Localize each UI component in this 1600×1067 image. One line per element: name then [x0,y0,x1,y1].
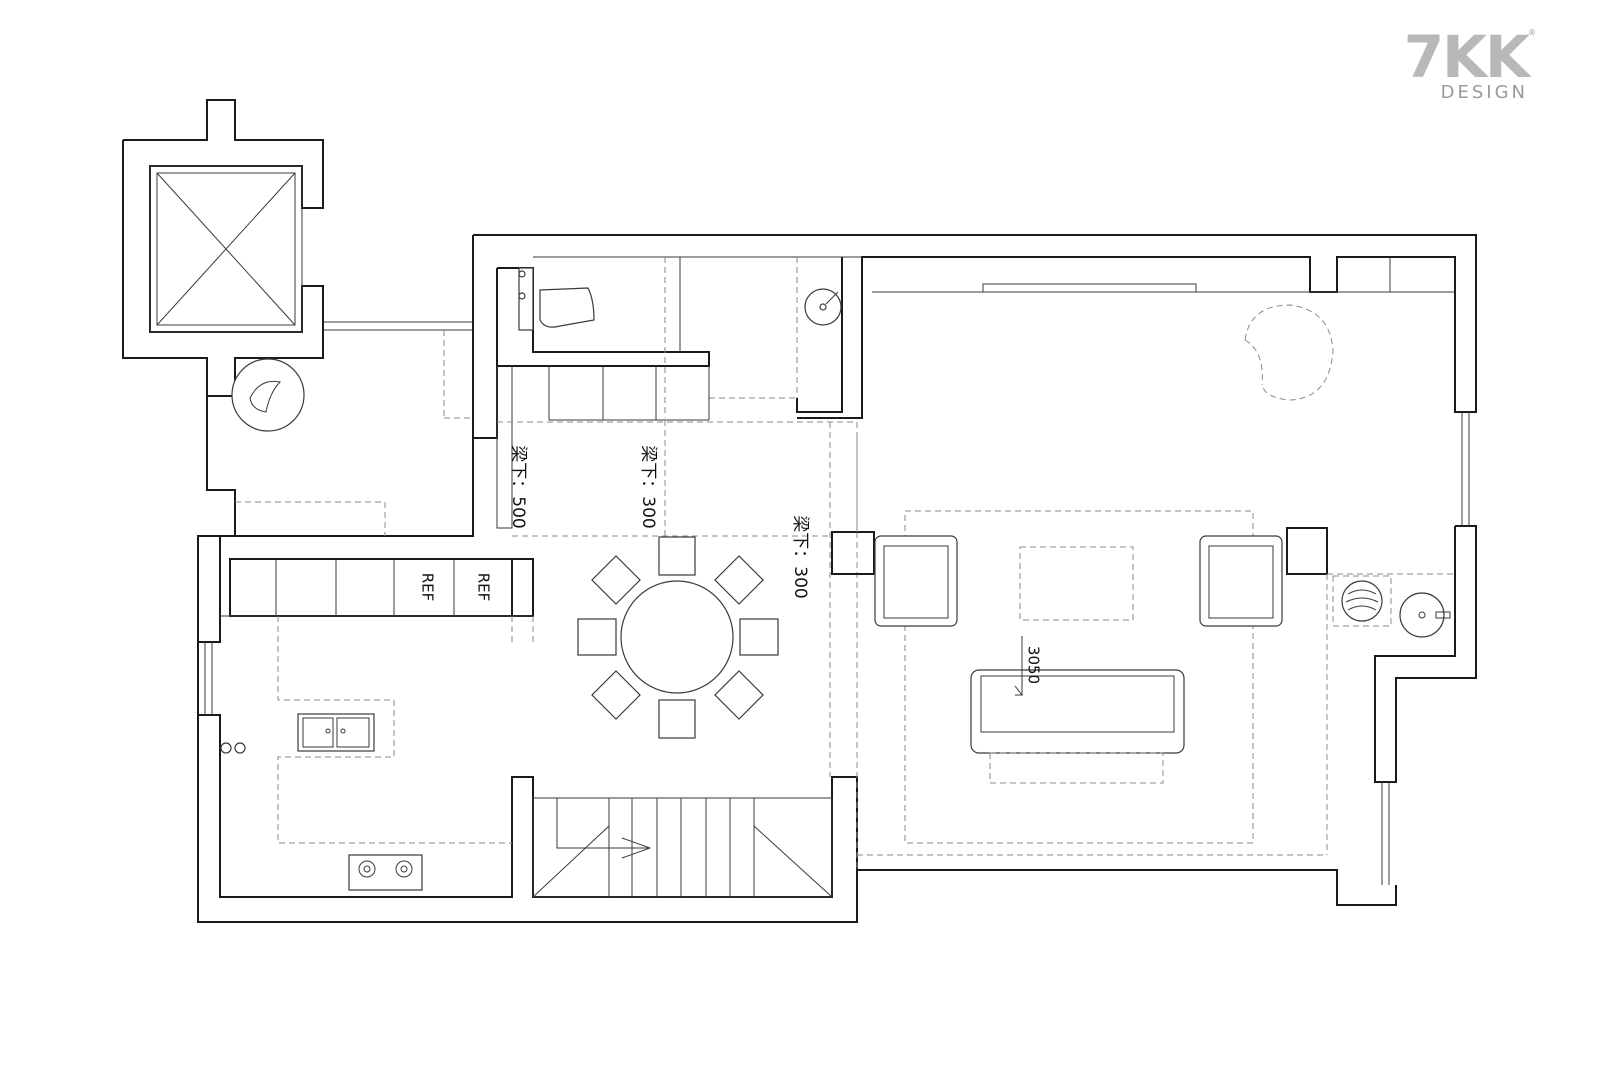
dining-table [577,536,779,739]
valve-icon [234,742,246,754]
valve-icon [220,742,232,754]
carpet [904,510,1254,844]
beam-height-label: 梁下：300 [790,515,810,598]
fridge-label-right: REF [475,573,493,602]
round-planter [231,358,305,432]
plant-pot [1332,575,1392,627]
kitchen-sink [297,713,375,752]
logo-registered: ® [1528,28,1536,37]
toilet [518,267,595,331]
valve-icon [518,270,526,278]
beam-height-label: 梁下：500 [508,445,528,528]
wash-basin [1399,592,1451,638]
logo-mark: 7KK [1403,23,1530,91]
sofa [970,669,1185,784]
brand-logo: 7KK DESIGN ® [1378,23,1536,103]
valve-icon [518,292,526,300]
kitchen-counter [220,558,534,617]
round-table-dashed [1244,304,1334,401]
elevator-shaft [122,99,324,397]
dimension-label: 3050 [1025,646,1043,684]
armchair-left [874,535,958,627]
logo-subtitle: DESIGN [1440,82,1528,103]
staircase [532,797,833,898]
wash-basin [804,288,842,326]
fridge-label-left: REF [419,573,437,602]
tv-console [982,283,1197,293]
storage-cabinet [496,366,710,529]
gas-stove [348,854,423,891]
dimension-marker [1014,636,1024,696]
coffee-table [1019,546,1134,621]
exterior-walls [197,234,1477,923]
armchair-right [1199,535,1283,627]
columns [831,527,1328,575]
beam-height-label: 梁下：300 [638,445,658,528]
bathroom-walls [443,256,862,419]
